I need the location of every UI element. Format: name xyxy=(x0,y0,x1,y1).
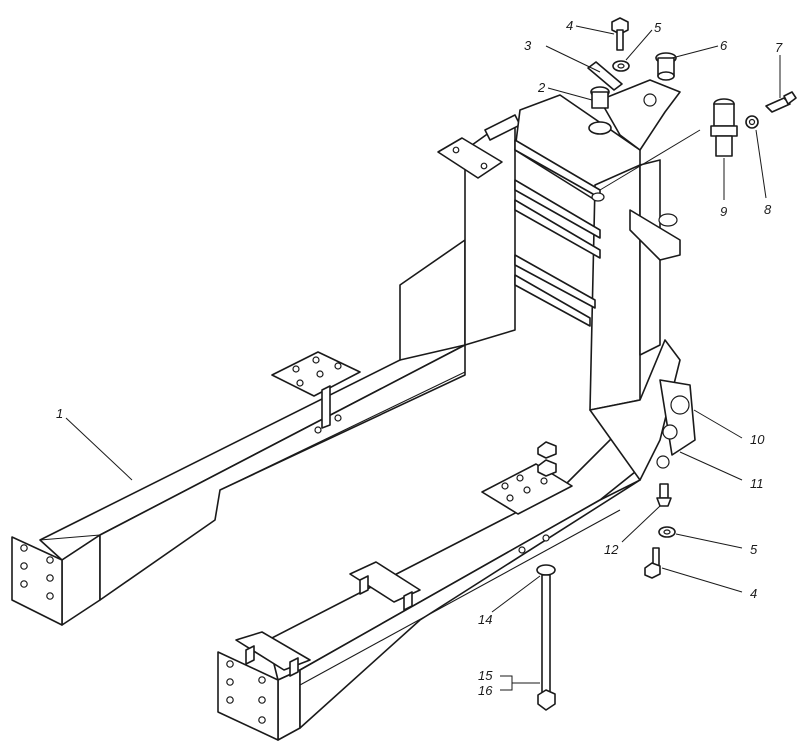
bolt-part-4-bottom xyxy=(644,547,661,579)
callout-labels: 1 2 3 4 5 6 7 8 9 10 11 12 5 4 14 15 16 xyxy=(56,18,783,698)
upper-left-pad xyxy=(437,137,503,179)
callout-4-bottom: 4 xyxy=(750,586,757,601)
pin-part-3 xyxy=(587,61,623,91)
crossmember-bracket-rear xyxy=(349,561,421,611)
callout-15: 15 xyxy=(478,668,493,683)
callout-14: 14 xyxy=(478,612,492,627)
callout-4-top: 4 xyxy=(566,18,573,33)
callout-10: 10 xyxy=(750,432,765,447)
left-frame-beam xyxy=(39,239,466,626)
callout-16: 16 xyxy=(478,683,493,698)
king-pin-part-9 xyxy=(710,98,738,157)
washer-part-8 xyxy=(745,115,759,129)
bushing-part-6 xyxy=(655,52,677,81)
washer-part-5-bottom xyxy=(658,526,676,538)
upright-tower xyxy=(464,94,681,411)
left-end-flange xyxy=(11,536,63,626)
bolt-part-7 xyxy=(765,91,797,113)
callout-2: 2 xyxy=(537,80,546,95)
bolt-part-4-top xyxy=(611,17,629,51)
callout-3: 3 xyxy=(524,38,532,53)
nut-pair xyxy=(537,441,557,477)
pin-part-2 xyxy=(588,86,612,135)
upper-bracket-plate xyxy=(599,79,681,151)
callout-6: 6 xyxy=(720,38,728,53)
callout-7: 7 xyxy=(775,40,783,55)
callout-8: 8 xyxy=(764,202,772,217)
grease-fitting-part-12 xyxy=(656,483,672,507)
callout-9: 9 xyxy=(720,204,727,219)
crossmember-bracket-front xyxy=(235,631,311,677)
callout-5-bottom: 5 xyxy=(750,542,758,557)
callout-5-top: 5 xyxy=(654,20,662,35)
callout-11: 11 xyxy=(750,476,764,491)
right-mounting-plate xyxy=(481,463,573,554)
u-bolt-part-15-16 xyxy=(536,564,556,711)
left-mounting-plate xyxy=(271,351,361,434)
callout-12: 12 xyxy=(604,542,619,557)
callout-1: 1 xyxy=(56,406,63,421)
leader-lines xyxy=(65,25,781,691)
washer-part-5-top xyxy=(612,60,630,72)
right-end-flange xyxy=(217,651,279,741)
right-frame-beam xyxy=(267,339,696,741)
